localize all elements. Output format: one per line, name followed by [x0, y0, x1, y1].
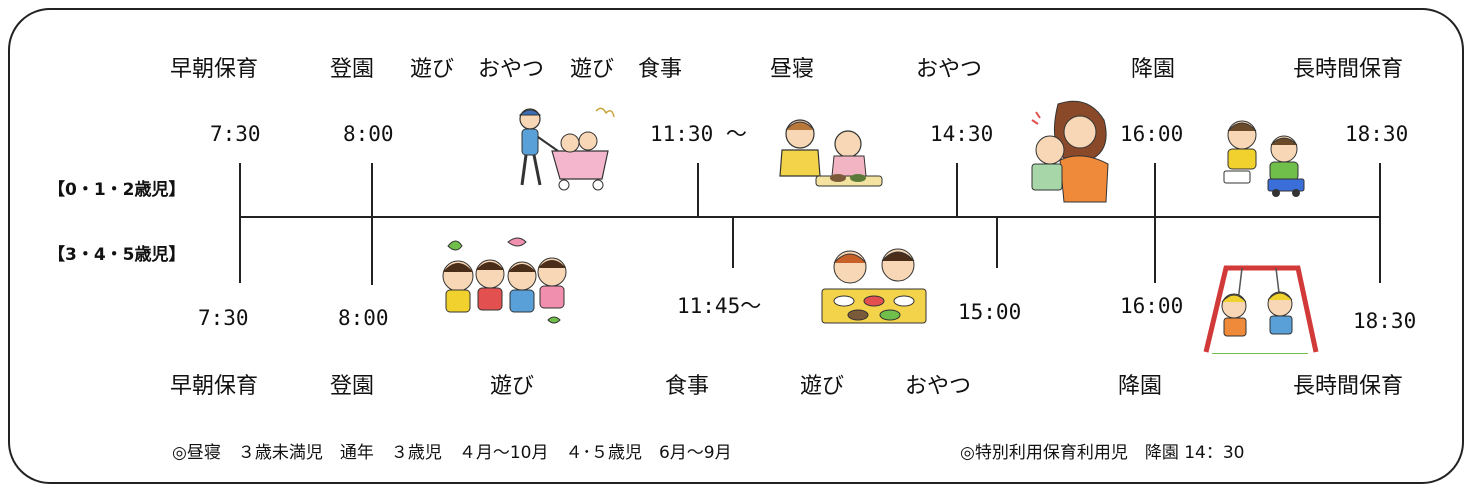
upper-time-1600: 16:00 — [1120, 122, 1184, 146]
lower-activity-meal: 食事 — [665, 374, 710, 399]
upper-time-1830: 18:30 — [1345, 122, 1409, 146]
lower-activity-play-1: 遊び — [490, 374, 535, 399]
boys-toys-icon — [1223, 120, 1305, 197]
swing-icon — [1203, 265, 1319, 354]
upper-activity-snack-2: おやつ — [916, 57, 983, 82]
upper-activity-early-care: 早朝保育 — [170, 57, 259, 82]
upper-activity-meal: 食事 — [638, 57, 683, 82]
upper-activity-play-2: 遊び — [570, 57, 615, 82]
upper-activity-departure: 降園 — [1131, 57, 1176, 82]
schedule-frame — [8, 8, 1464, 484]
lower-time-1500: 15:00 — [958, 300, 1022, 324]
lower-activity-early-care: 早朝保育 — [170, 374, 259, 399]
upper-activity-arrival: 登園 — [330, 57, 375, 82]
age-group-0-2: 【0・1・2歳児】 — [48, 180, 186, 200]
upper-time-1130: 11:30 ～ — [650, 122, 747, 146]
special-care-note: ◎特別利用保育利用児 降園 14：30 — [960, 443, 1245, 463]
lower-time-1830: 18:30 — [1353, 309, 1417, 333]
baby-meal-icon — [779, 119, 883, 187]
lower-activity-departure: 降園 — [1118, 374, 1163, 399]
age-group-3-5: 【3・4・5歳児】 — [48, 245, 186, 265]
upper-time-0800: 8:00 — [343, 122, 394, 146]
mother-baby-icon — [1031, 100, 1109, 203]
lower-time-0800: 8:00 — [338, 306, 389, 330]
lower-time-1600: 16:00 — [1120, 294, 1184, 318]
lower-activity-extended-care: 長時間保育 — [1293, 374, 1404, 399]
upper-activity-snack-1: おやつ — [478, 57, 545, 82]
upper-activity-nap: 昼寝 — [770, 57, 815, 82]
lower-activity-arrival: 登園 — [330, 374, 375, 399]
upper-activity-extended-care: 長時間保育 — [1293, 57, 1404, 82]
lower-time-1145: 11:45～ — [677, 294, 762, 318]
lower-activity-snack: おやつ — [905, 374, 972, 399]
stroller-walk-icon — [518, 107, 615, 191]
children-lunch-icon — [821, 248, 927, 324]
upper-time-1430: 14:30 — [930, 122, 994, 146]
nap-note: ◎昼寝 ３歳未満児 通年 ３歳児 ４月～10月 ４･５歳児 6月～9月 — [172, 443, 732, 463]
lower-time-0730: 7:30 — [198, 306, 249, 330]
lower-activity-play-2: 遊び — [800, 374, 845, 399]
upper-activity-play-1: 遊び — [410, 57, 455, 82]
upper-time-0730: 7:30 — [210, 122, 261, 146]
children-playing-icon — [442, 237, 567, 324]
